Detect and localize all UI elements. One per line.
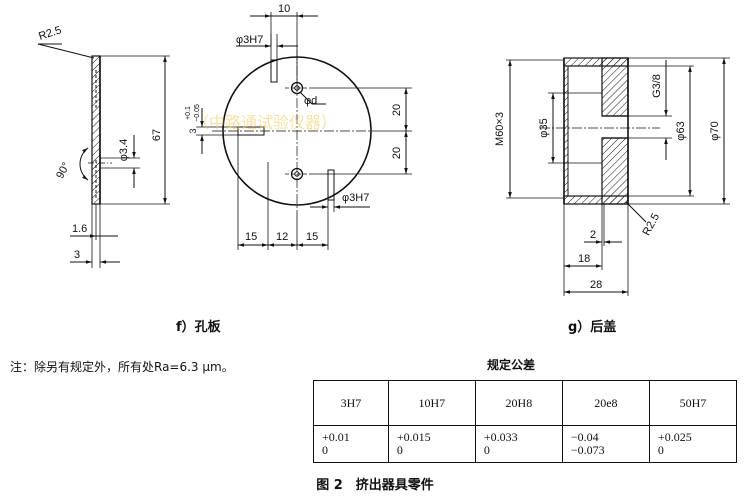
tol-header-cell: 50H7 [648, 380, 738, 426]
dim-1-6: 1.6 [72, 223, 87, 235]
dim-2: 2 [590, 229, 596, 241]
tol-upper: +0.033 [483, 430, 518, 444]
dim-18: 18 [578, 253, 590, 265]
tol-upper: +0.01 [322, 430, 350, 444]
tol-lower: 0 [483, 443, 490, 457]
tolerance-table-title: 规定公差 [487, 358, 536, 372]
dim-phi63: φ63 [675, 121, 687, 140]
dim-20-upper: 20 [391, 104, 403, 116]
cover-caption: g）后盖 [568, 319, 616, 335]
cover-section-view [506, 57, 730, 296]
plate-side-labels: R2.5 67 φ3.4 90° 1.6 3 [37, 24, 163, 261]
angle-90: 90° [54, 160, 72, 180]
plate-front-labels: 10 φ3H7 3 +0.1 −0.05 φd 20 20 φ3H7 15 12… [185, 3, 403, 243]
tol-header-cell: 10H7 [387, 380, 476, 426]
dim-3-tol-base: 3 [188, 128, 198, 133]
tol-upper: −0.04 [570, 430, 599, 444]
dim-3-tol-lower: −0.05 [194, 104, 201, 122]
tol-header-cell: 20H8 [474, 380, 563, 426]
dim-phi34: φ3.4 [118, 139, 130, 161]
dim-20-lower: 20 [391, 147, 403, 159]
roughness-note: 注：除另有规定外，所有处Ra=6.3 μm。 [10, 360, 234, 374]
dim-phi35: φ35 [538, 118, 550, 137]
dim-phi70: φ70 [709, 121, 721, 140]
dim-10: 10 [278, 3, 290, 15]
dim-g38: G3/8 [651, 74, 663, 98]
tol-upper: +0.025 [657, 430, 692, 444]
plate-side-view [37, 43, 170, 268]
dim-67: 67 [151, 129, 163, 141]
tol-header-cell: 3H7 [313, 380, 389, 426]
dim-15-left: 15 [245, 231, 257, 243]
r25-label: R2.5 [37, 24, 63, 43]
tol-upper: +0.015 [396, 430, 431, 444]
tol-lower: −0.073 [570, 443, 605, 457]
slot [237, 126, 265, 136]
tol-lower: 0 [657, 443, 664, 457]
dim-3-tol-upper: +0.1 [185, 106, 192, 120]
dim-3: 3 [74, 249, 80, 261]
tol-lower: 0 [396, 443, 403, 457]
tolerance-header-row: 3H7 10H7 20H8 20e8 50H7 [313, 380, 738, 426]
dim-phi3h7-top: φ3H7 [236, 34, 263, 46]
plate-caption: f）孔板 [176, 319, 222, 335]
tol-lower: 0 [322, 443, 328, 457]
dim-15-right: 15 [306, 231, 318, 243]
dim-12: 12 [276, 231, 288, 243]
plate-front-view [196, 12, 412, 250]
watermark: （中路通试验仪器） [193, 113, 337, 132]
figure-title: 图 2 挤出器具零件 [316, 478, 434, 493]
dim-28: 28 [590, 279, 602, 291]
dim-phi3h7-bottom: φ3H7 [342, 192, 369, 204]
dim-r25-cover: R2.5 [641, 212, 663, 238]
dim-m60x3: M60×3 [494, 112, 506, 146]
tol-value-cell: −0.04−0.073 [561, 425, 650, 463]
tol-header-cell: 20e8 [561, 380, 650, 426]
dim-phi-d: φd [304, 95, 317, 107]
